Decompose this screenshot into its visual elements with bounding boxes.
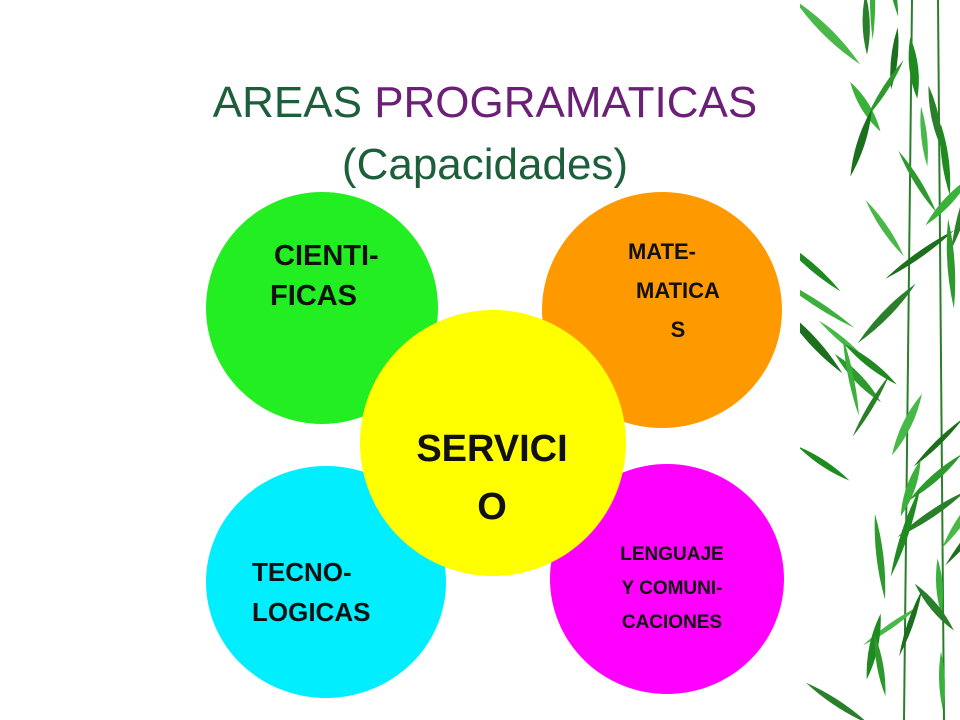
- bamboo-leaf: [874, 513, 886, 600]
- bamboo-leaf: [897, 491, 960, 538]
- bamboo-leaf: [842, 337, 859, 417]
- bamboo-leaf: [920, 106, 928, 167]
- bamboo-leaf: [800, 0, 861, 65]
- label-lenguaje: LENGUAJE Y COMUNI- CACIONES: [602, 538, 742, 640]
- bamboo-leaf: [914, 583, 954, 631]
- bamboo-leaf: [951, 163, 960, 250]
- bamboo-leaf: [925, 177, 960, 226]
- label-tecnologicas-line-1: TECNO-: [252, 557, 352, 587]
- bamboo-leaf: [800, 308, 843, 374]
- bamboo-leaf: [874, 635, 886, 697]
- bamboo-leaf: [909, 454, 960, 501]
- bamboo-leaf: [866, 60, 904, 118]
- bamboo-leaf: [940, 123, 951, 196]
- bamboo-leaves-decoration: [800, 0, 960, 720]
- label-servicio: SERVICI O: [410, 420, 574, 536]
- label-lenguaje-line-2: Y COMUNI-: [621, 578, 723, 599]
- bamboo-leaf: [928, 85, 942, 149]
- label-tecnologicas: TECNO- LOGICAS: [252, 552, 370, 632]
- label-cientificas: CIENTI- FICAS: [270, 236, 379, 316]
- bamboo-leaf: [800, 446, 850, 481]
- label-matematicas-line-2: MATICA: [636, 278, 720, 303]
- bamboo-leaf: [800, 240, 841, 292]
- title-word-areas: AREAS: [212, 78, 362, 127]
- bamboo-leaf: [908, 37, 919, 99]
- title-word-programaticas: PROGRAMATICAS: [374, 78, 758, 127]
- circle-servicio: [360, 310, 626, 576]
- label-servicio-line-1: SERVICI: [416, 428, 568, 470]
- bamboo-leaf: [898, 150, 937, 213]
- bamboo-stalk: [903, 0, 913, 720]
- label-lenguaje-line-1: LENGUAJE: [620, 544, 724, 565]
- bamboo-leaf: [913, 418, 960, 467]
- label-tecnologicas-line-2: LOGICAS: [252, 597, 371, 627]
- bamboo-leaf: [834, 353, 881, 403]
- bamboo-leaf: [881, 0, 899, 17]
- bamboo-leaf: [800, 278, 855, 328]
- label-cientificas-line-1: CIENTI-: [274, 240, 379, 272]
- bamboo-leaf: [866, 613, 881, 680]
- bamboo-leaf: [805, 682, 869, 720]
- label-servicio-line-2: O: [477, 486, 507, 528]
- bamboo-leaf: [899, 589, 923, 657]
- bamboo-leaf: [935, 558, 944, 616]
- label-lenguaje-line-3: CACIONES: [621, 612, 723, 633]
- bamboo-leaf: [890, 487, 921, 577]
- page-subtitle: (Capacidades): [341, 140, 629, 189]
- bamboo-leaf: [885, 230, 955, 279]
- bamboo-leaf: [900, 459, 921, 517]
- bamboo-leaf: [865, 200, 904, 257]
- bamboo-leaf: [891, 393, 922, 456]
- bamboo-leaf: [850, 81, 881, 132]
- label-cientificas-line-2: FICAS: [270, 280, 357, 312]
- bamboo-leaf: [946, 218, 956, 309]
- bamboo-leaf: [869, 0, 876, 40]
- bamboo-leaf: [862, 0, 870, 55]
- bamboo-leaf: [939, 651, 945, 710]
- bamboo-leaf: [844, 344, 897, 385]
- label-matematicas-line-1: MATE-: [627, 239, 697, 264]
- label-matematicas-line-3: S: [670, 317, 686, 342]
- label-matematicas: MATE- MATICA S: [610, 232, 746, 349]
- bamboo-leaf: [941, 486, 960, 549]
- bamboo-leaf: [857, 283, 916, 344]
- bamboo-leaf: [850, 108, 873, 177]
- bamboo-leaf: [852, 375, 890, 437]
- page-title: AREAS PROGRAMATICAS: [150, 78, 820, 128]
